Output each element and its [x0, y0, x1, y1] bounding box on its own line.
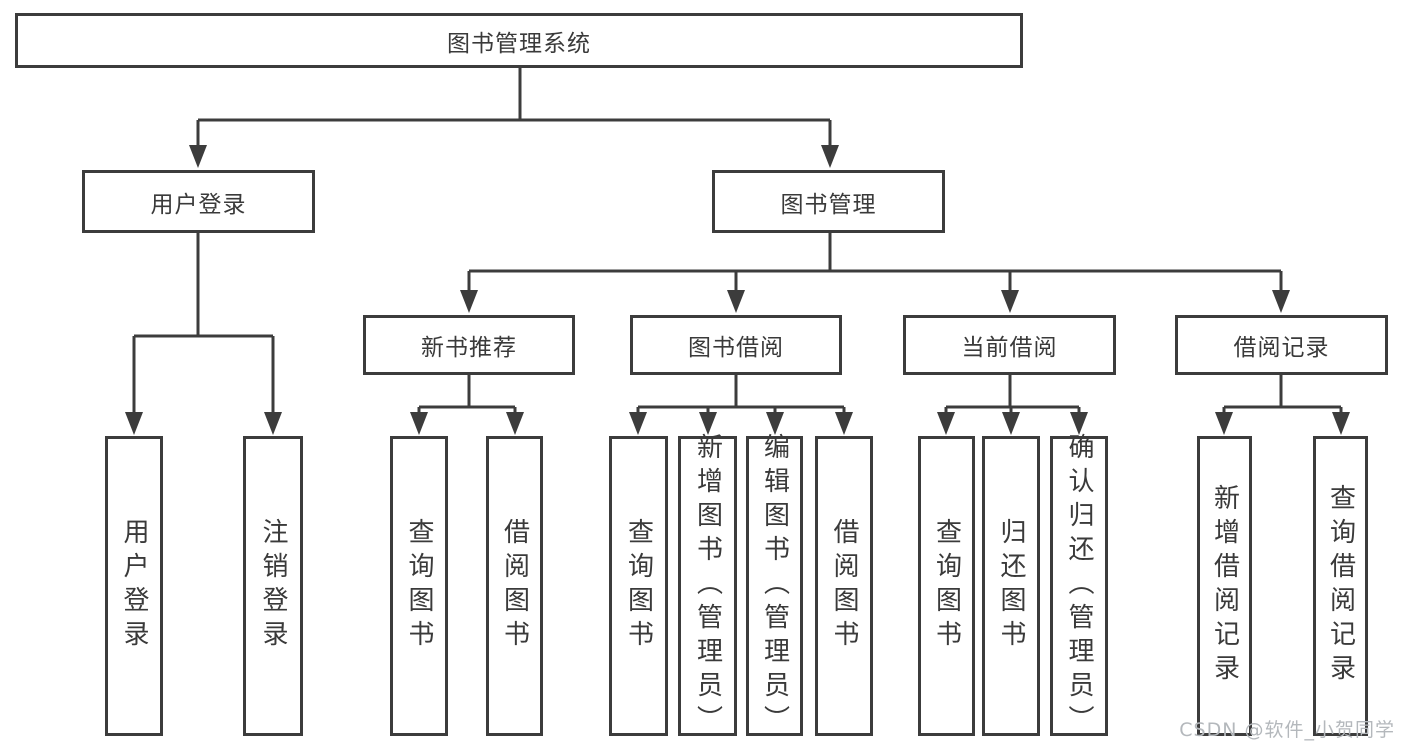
leaf-bb-edit-book-admin-label: 编辑图书（管理员） [759, 433, 790, 739]
leaf-ns-query-book-label: 查询图书 [404, 518, 434, 654]
leaf-br-add-record: 新增借阅记录 [1197, 436, 1252, 736]
leaf-bb-add-book-admin: 新增图书（管理员） [678, 433, 737, 739]
node-current-borrow: 当前借阅 [903, 315, 1116, 375]
leaf-ns-query-book: 查询图书 [390, 436, 448, 736]
node-user-login-module-label: 用户登录 [150, 191, 247, 218]
node-root: 图书管理系统 [15, 13, 1023, 68]
node-book-borrow: 图书借阅 [630, 315, 842, 375]
leaf-bb-add-book-admin-label: 新增图书（管理员） [692, 433, 723, 739]
leaf-logout: 注销登录 [243, 436, 303, 736]
leaf-bb-edit-book-admin: 编辑图书（管理员） [746, 433, 803, 739]
node-new-book-recommend-label: 新书推荐 [421, 335, 517, 361]
node-borrow-record: 借阅记录 [1175, 315, 1388, 375]
leaf-cb-return-book-label: 归还图书 [996, 518, 1026, 654]
leaf-cb-confirm-return-admin: 确认归还（管理员） [1050, 433, 1108, 739]
leaf-bb-borrow-book-label: 借阅图书 [829, 518, 859, 654]
node-user-login-module: 用户登录 [82, 170, 315, 233]
leaf-bb-borrow-book: 借阅图书 [815, 436, 873, 736]
csdn-watermark: CSDN @软件_小贺同学 [1179, 719, 1395, 741]
leaf-user-login-label: 用户登录 [119, 518, 149, 654]
node-book-management: 图书管理 [712, 170, 945, 233]
node-current-borrow-label: 当前借阅 [961, 335, 1058, 361]
node-borrow-record-label: 借阅记录 [1233, 335, 1330, 361]
leaf-cb-query-book: 查询图书 [918, 436, 975, 736]
leaf-cb-query-book-label: 查询图书 [931, 518, 962, 654]
leaf-cb-confirm-return-admin-label: 确认归还（管理员） [1064, 433, 1094, 739]
node-new-book-recommend: 新书推荐 [363, 315, 575, 375]
leaf-br-query-record: 查询借阅记录 [1313, 436, 1368, 736]
leaf-user-login: 用户登录 [105, 436, 163, 736]
leaf-br-query-record-label: 查询借阅记录 [1325, 484, 1356, 688]
leaf-logout-label: 注销登录 [258, 518, 288, 654]
leaf-bb-query-book: 查询图书 [609, 436, 668, 736]
node-book-borrow-label: 图书借阅 [688, 335, 784, 361]
leaf-cb-return-book: 归还图书 [982, 436, 1040, 736]
leaf-ns-borrow-book-label: 借阅图书 [499, 518, 530, 654]
leaf-bb-query-book-label: 查询图书 [623, 518, 654, 654]
leaf-ns-borrow-book: 借阅图书 [486, 436, 543, 736]
node-book-management-label: 图书管理 [780, 191, 877, 218]
leaf-br-add-record-label: 新增借阅记录 [1209, 484, 1240, 688]
node-root-label: 图书管理系统 [447, 30, 591, 57]
